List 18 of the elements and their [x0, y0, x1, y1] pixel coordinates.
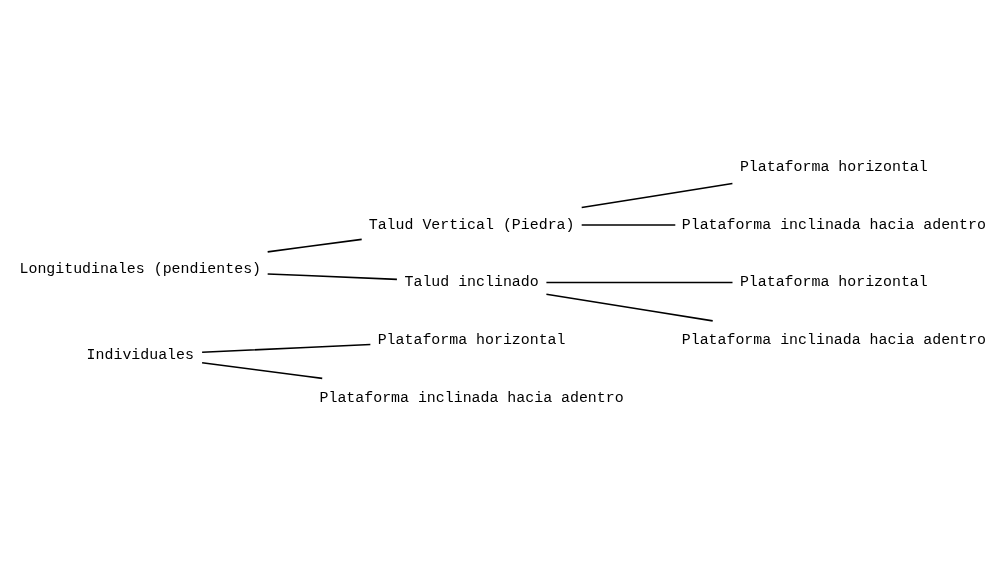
- connector: [545, 281, 734, 284]
- node-text: Plataforma horizontal: [739, 274, 928, 291]
- node-text: Longitudinales (pendientes): [19, 260, 262, 277]
- connector: [580, 182, 734, 209]
- node-text: Plataforma horizontal: [739, 159, 928, 176]
- connector: [201, 343, 372, 353]
- node-text: Plataforma inclinada hacia adentro: [681, 331, 986, 348]
- connector: [580, 224, 677, 226]
- connector: [545, 293, 714, 322]
- node-text: Plataforma inclinada hacia adentro: [681, 216, 986, 233]
- node-text: Talud Vertical (Piedra): [368, 216, 575, 233]
- connector: [266, 273, 398, 281]
- node-text: Talud inclinado: [404, 274, 539, 291]
- connector: [201, 362, 324, 380]
- connector: [266, 238, 363, 253]
- node-text: Individuales: [86, 346, 194, 363]
- node-text: Plataforma inclinada hacia adentro: [319, 389, 624, 406]
- node-text: Plataforma horizontal: [377, 331, 566, 348]
